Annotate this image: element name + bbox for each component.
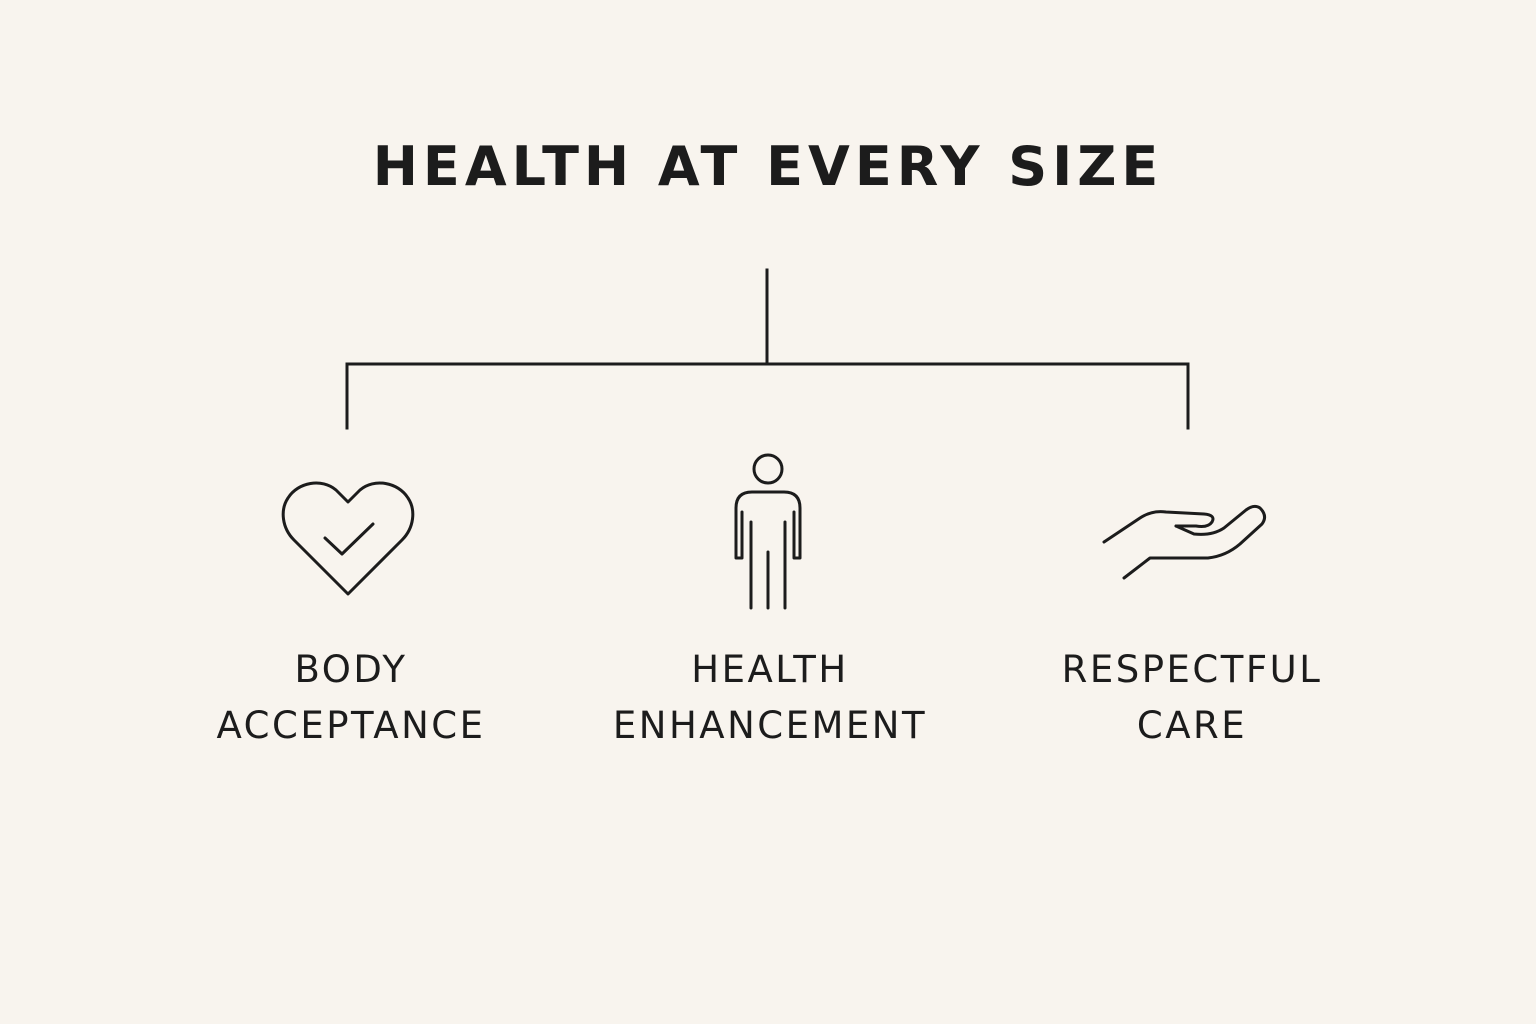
heart-check-icon <box>281 481 415 596</box>
node-label-body-acceptance: BODY ACCEPTANCE <box>141 642 561 754</box>
node-label-line: CARE <box>1136 704 1248 747</box>
node-label-line: ENHANCEMENT <box>612 704 928 747</box>
diagram-title: HEALTH AT EVERY SIZE <box>372 135 1164 198</box>
person-icon <box>734 453 802 610</box>
node-label-line: ACCEPTANCE <box>216 704 486 747</box>
node-label-line: BODY <box>294 648 408 691</box>
node-label-line: HEALTH <box>691 648 849 691</box>
node-label-line: RESPECTFUL <box>1061 648 1323 691</box>
open-hand-icon <box>1102 504 1267 580</box>
node-label-respectful-care: RESPECTFUL CARE <box>982 642 1402 754</box>
node-label-health-enhancement: HEALTH ENHANCEMENT <box>560 642 980 754</box>
